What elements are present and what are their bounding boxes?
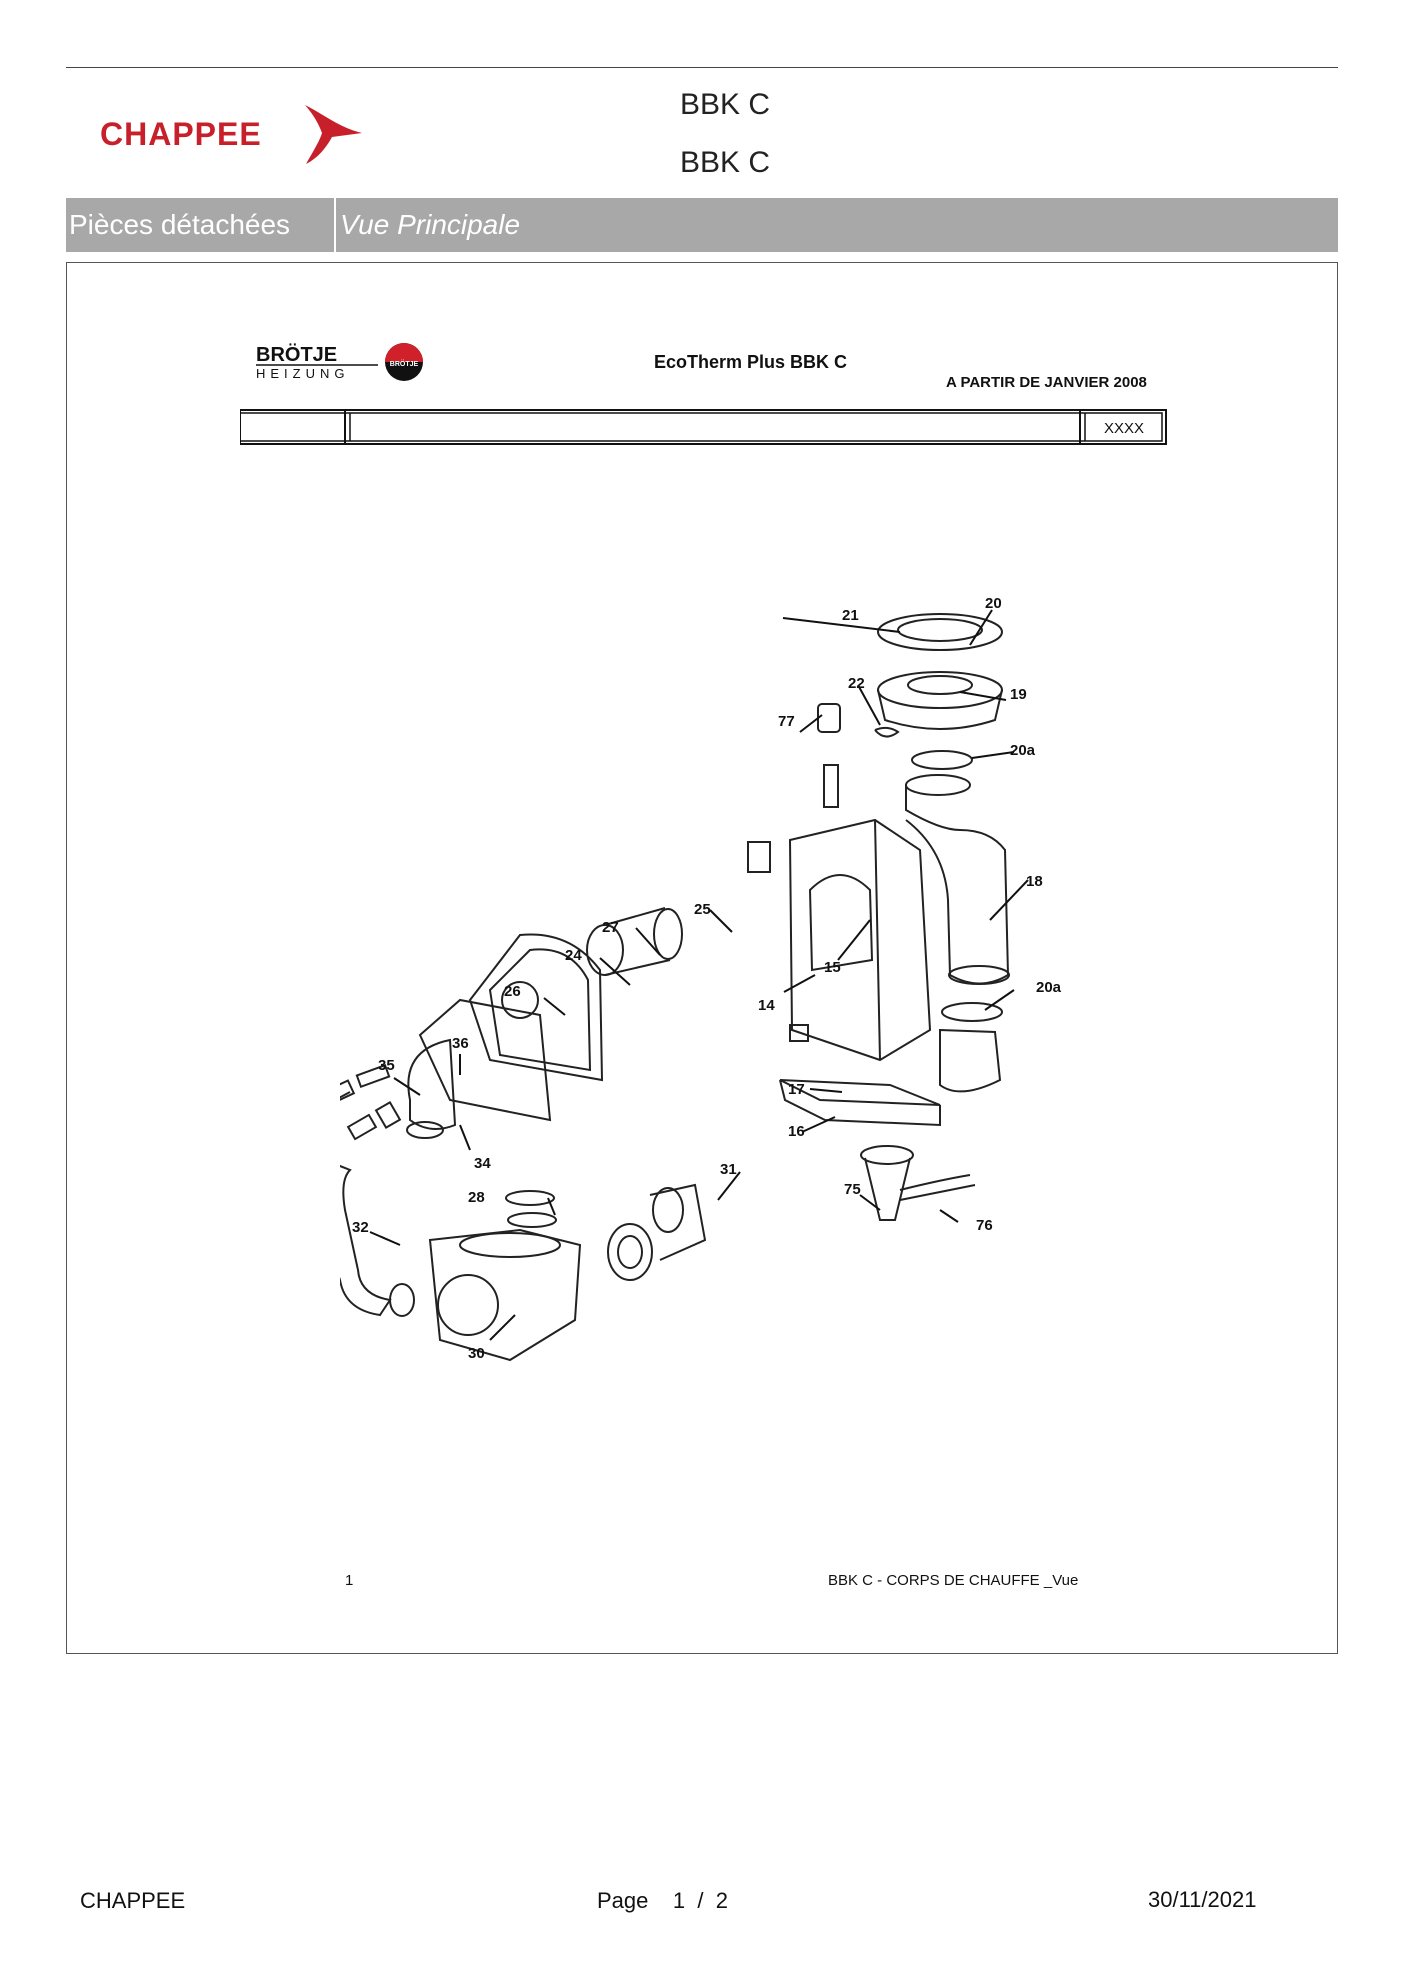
fan-part [389,1228,582,1362]
label-36: 36 [452,1035,469,1052]
brotje-logo: BRÖTJE HEIZUNG BRÖTJE [256,342,426,384]
label-28: 28 [468,1189,485,1206]
label-27: 27 [602,919,619,936]
label-20a-top: 20a [1010,742,1036,759]
exploded-parts-drawing: 20 21 22 19 77 20a 18 25 27 15 24 14 26 … [315,580,1080,1380]
part-number-labels: 20 21 22 19 77 20a 18 25 27 15 24 14 26 … [352,595,1062,1362]
model-title-1: BBK C [680,88,771,121]
label-20a-bottom: 20a [1036,979,1062,996]
figure-number: 1 [345,1572,354,1589]
seal-bottom-part [941,1002,1003,1022]
product-title: EcoTherm Plus BBK C [654,352,848,372]
venturi-part [607,1183,707,1281]
chappee-logo: CHAPPEE [100,100,370,170]
siphon-housing-part [939,1028,1002,1093]
label-26: 26 [504,983,521,1000]
heat-exchanger-part [747,818,932,1062]
brotje-badge-text: BRÖTJE [390,359,419,368]
burner-gasket-part [468,933,604,1082]
label-16: 16 [788,1123,805,1140]
footer-pagination: Page 1 / 2 [597,1888,728,1914]
label-17: 17 [788,1081,805,1098]
validity-date: A PARTIR DE JANVIER 2008 [946,374,1147,391]
label-19: 19 [1010,686,1027,703]
brotje-subtitle: HEIZUNG [256,366,350,381]
model-title-2: BBK C [680,146,771,179]
leader-lines [369,609,1029,1341]
wing-icon [305,105,362,164]
brotje-wordmark: BRÖTJE [256,343,337,366]
figure-caption: BBK C - CORPS DE CHAUFFE _Vue [828,1572,1079,1589]
page-total: 2 [715,1888,728,1913]
air-vent-part [817,703,841,808]
band-separator [334,198,336,252]
label-34: 34 [474,1155,491,1172]
burner-door-part [406,998,552,1139]
page-label: Page [597,1888,649,1913]
label-20: 20 [985,595,1002,612]
label-75: 75 [844,1181,861,1198]
label-30: 30 [468,1345,485,1362]
logo-wordmark: CHAPPEE [100,116,262,152]
title-block [239,409,1168,446]
flue-adaptor-part [877,671,1003,730]
label-35: 35 [378,1057,395,1074]
label-31: 31 [720,1161,737,1178]
footer-brand: CHAPPEE [80,1888,186,1913]
label-14: 14 [758,997,775,1014]
drawing-frame [66,262,1338,1654]
title-block-code: XXXX [1104,420,1145,437]
label-77: 77 [778,713,795,730]
label-25: 25 [694,901,711,918]
label-15: 15 [824,959,841,976]
siphon-part [860,1145,976,1221]
condensate-tray-part [779,1079,941,1127]
label-32: 32 [352,1219,369,1236]
ignition-electrodes-part [319,1063,402,1141]
top-divider [66,67,1338,68]
spare-parts-label: Pièces détachées [69,209,291,240]
flue-ring-part [877,613,1003,651]
label-22: 22 [848,675,865,692]
page-separator: / [697,1888,704,1913]
footer-date: 30/11/2021 [1148,1887,1257,1912]
seal-top-part [911,750,973,770]
fan-gasket-part [505,1190,557,1228]
view-label: Vue Principale [340,209,521,240]
page-current: 1 [672,1888,686,1913]
label-76: 76 [976,1217,993,1234]
label-21: 21 [842,607,859,624]
section-band [66,198,1338,252]
flue-pipe-part [905,774,1010,985]
clip-part [874,726,900,738]
label-24: 24 [565,947,582,964]
label-18: 18 [1026,873,1043,890]
